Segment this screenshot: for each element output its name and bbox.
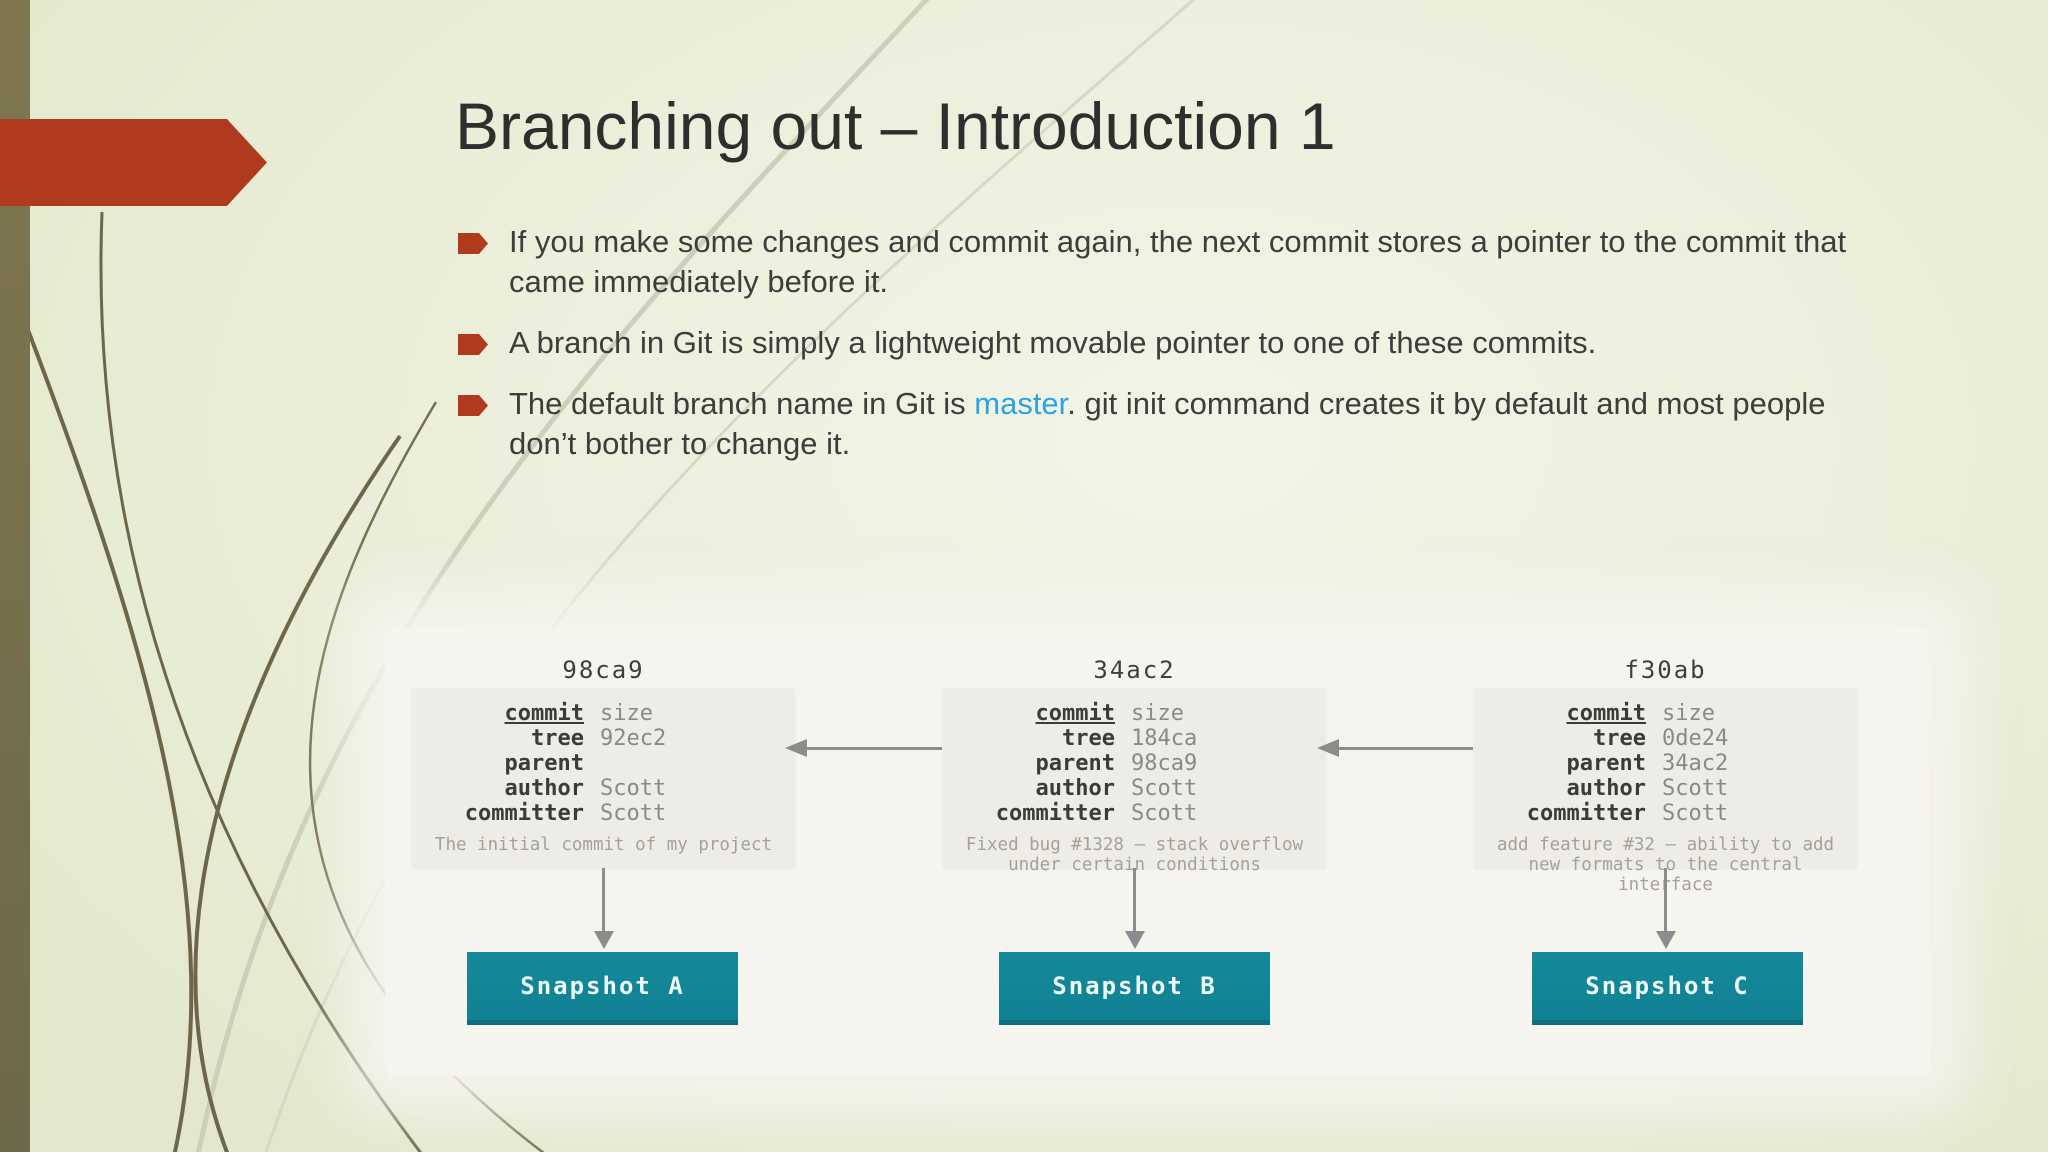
field-label: parent xyxy=(1035,751,1115,776)
arrow-down-icon xyxy=(1655,868,1676,949)
bullet-item: A branch in Git is simply a lightweight … xyxy=(458,323,1886,363)
bullet-text: The default branch name in Git is master… xyxy=(509,384,1886,464)
snapshot-box: Snapshot C xyxy=(1532,952,1803,1025)
field-label: tree xyxy=(1593,726,1646,751)
commit-hash-label: 98ca9 xyxy=(562,656,645,684)
snapshot-box: Snapshot B xyxy=(999,952,1270,1025)
slide-title: Branching out – Introduction 1 xyxy=(455,89,1336,163)
field-label: committer xyxy=(464,801,584,826)
bullet-text-post: . git init command creates it by default… xyxy=(509,386,1826,461)
field-value: 0de24 xyxy=(1662,726,1729,751)
bullet-arrow-icon xyxy=(458,395,488,416)
field-value: Scott xyxy=(600,801,667,826)
arrow-down-icon xyxy=(1124,868,1145,949)
commit-message: The initial commit of my project xyxy=(434,835,773,855)
field-value: Scott xyxy=(1662,776,1729,801)
arrow-left-icon xyxy=(785,739,942,757)
field-label: committer xyxy=(1526,801,1646,826)
bullet-item: If you make some changes and commit agai… xyxy=(458,222,1886,302)
field-label: tree xyxy=(1062,726,1115,751)
commit-hash-label: 34ac2 xyxy=(1093,656,1176,684)
field-value: Scott xyxy=(1131,801,1198,826)
master-branch-highlight: master xyxy=(974,386,1068,421)
field-label: author xyxy=(1035,776,1115,801)
field-label: author xyxy=(1566,776,1646,801)
field-label: committer xyxy=(995,801,1115,826)
field-value: size xyxy=(1131,701,1184,726)
commit-message: Fixed bug #1328 – stack overflow under c… xyxy=(965,835,1304,875)
field-value: Scott xyxy=(600,776,667,801)
field-value: size xyxy=(1662,701,1715,726)
field-value: 92ec2 xyxy=(600,726,667,751)
field-value: 184ca xyxy=(1131,726,1198,751)
field-label: author xyxy=(504,776,584,801)
arrow-down-icon xyxy=(593,868,614,949)
field-label: tree xyxy=(531,726,584,751)
bullet-text: If you make some changes and commit agai… xyxy=(509,224,1847,299)
field-label: parent xyxy=(1566,751,1646,776)
bullet-item: The default branch name in Git is master… xyxy=(458,384,1886,464)
bullet-arrow-icon xyxy=(458,233,488,254)
field-value: 34ac2 xyxy=(1662,751,1729,776)
field-label: commit xyxy=(1566,701,1646,726)
snapshot-box: Snapshot A xyxy=(467,952,738,1025)
arrow-left-icon xyxy=(1317,739,1473,757)
field-value: Scott xyxy=(1131,776,1198,801)
field-label: parent xyxy=(504,751,584,776)
bullet-text-pre: The default branch name in Git is xyxy=(509,386,975,421)
field-label: commit xyxy=(504,701,584,726)
commit-message: add feature #32 – ability to add new for… xyxy=(1496,835,1835,895)
field-value: size xyxy=(600,701,653,726)
commit-hash-label: f30ab xyxy=(1624,656,1707,684)
field-label: commit xyxy=(1035,701,1115,726)
bullet-list: If you make some changes and commit agai… xyxy=(458,222,1886,485)
red-banner-arrow-icon xyxy=(0,119,267,206)
bullet-text: A branch in Git is simply a lightweight … xyxy=(509,325,1597,360)
field-value: 98ca9 xyxy=(1131,751,1198,776)
field-value: Scott xyxy=(1662,801,1729,826)
bullet-arrow-icon xyxy=(458,334,488,355)
